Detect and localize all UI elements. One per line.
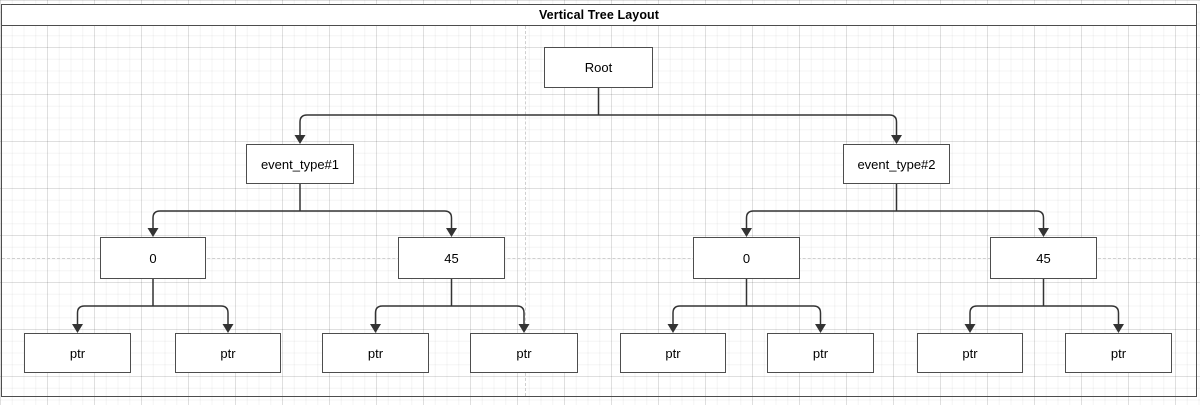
node-p4[interactable]: ptr [470,333,578,373]
node-label-l2a: 0 [742,250,751,266]
vertical-alignment-guide [525,26,526,396]
node-label-p1: ptr [69,345,86,361]
node-p6[interactable]: ptr [767,333,874,373]
node-label-p3: ptr [367,345,384,361]
node-label-root: Root [584,60,613,75]
node-p8[interactable]: ptr [1065,333,1172,373]
node-root[interactable]: Root [544,47,653,88]
node-label-et2: event_type#2 [857,156,936,172]
diagram-panel [1,26,1197,397]
node-label-p7: ptr [962,345,978,361]
node-p5[interactable]: ptr [620,333,726,373]
node-l2b[interactable]: 45 [990,237,1097,279]
node-label-l1a: 0 [149,250,157,266]
node-l1a[interactable]: 0 [100,237,206,279]
node-label-et1: event_type#1 [260,156,340,172]
title-bar: Vertical Tree Layout [1,4,1197,26]
node-et2[interactable]: event_type#2 [843,144,950,184]
node-label-p2: ptr [220,345,236,361]
node-label-p6: ptr [812,345,829,361]
node-label-l2b: 45 [1036,250,1051,266]
node-p3[interactable]: ptr [322,333,429,373]
node-label-l1b: 45 [444,250,459,266]
node-et1[interactable]: event_type#1 [246,144,354,184]
node-l1b[interactable]: 45 [398,237,505,279]
node-label-p5: ptr [665,345,681,361]
node-label-p4: ptr [516,345,532,361]
page-title: Vertical Tree Layout [538,8,660,22]
node-p7[interactable]: ptr [917,333,1023,373]
node-label-p8: ptr [1110,345,1127,361]
horizontal-alignment-guide [2,258,1196,259]
node-p1[interactable]: ptr [24,333,131,373]
node-p2[interactable]: ptr [175,333,281,373]
node-l2a[interactable]: 0 [693,237,800,279]
